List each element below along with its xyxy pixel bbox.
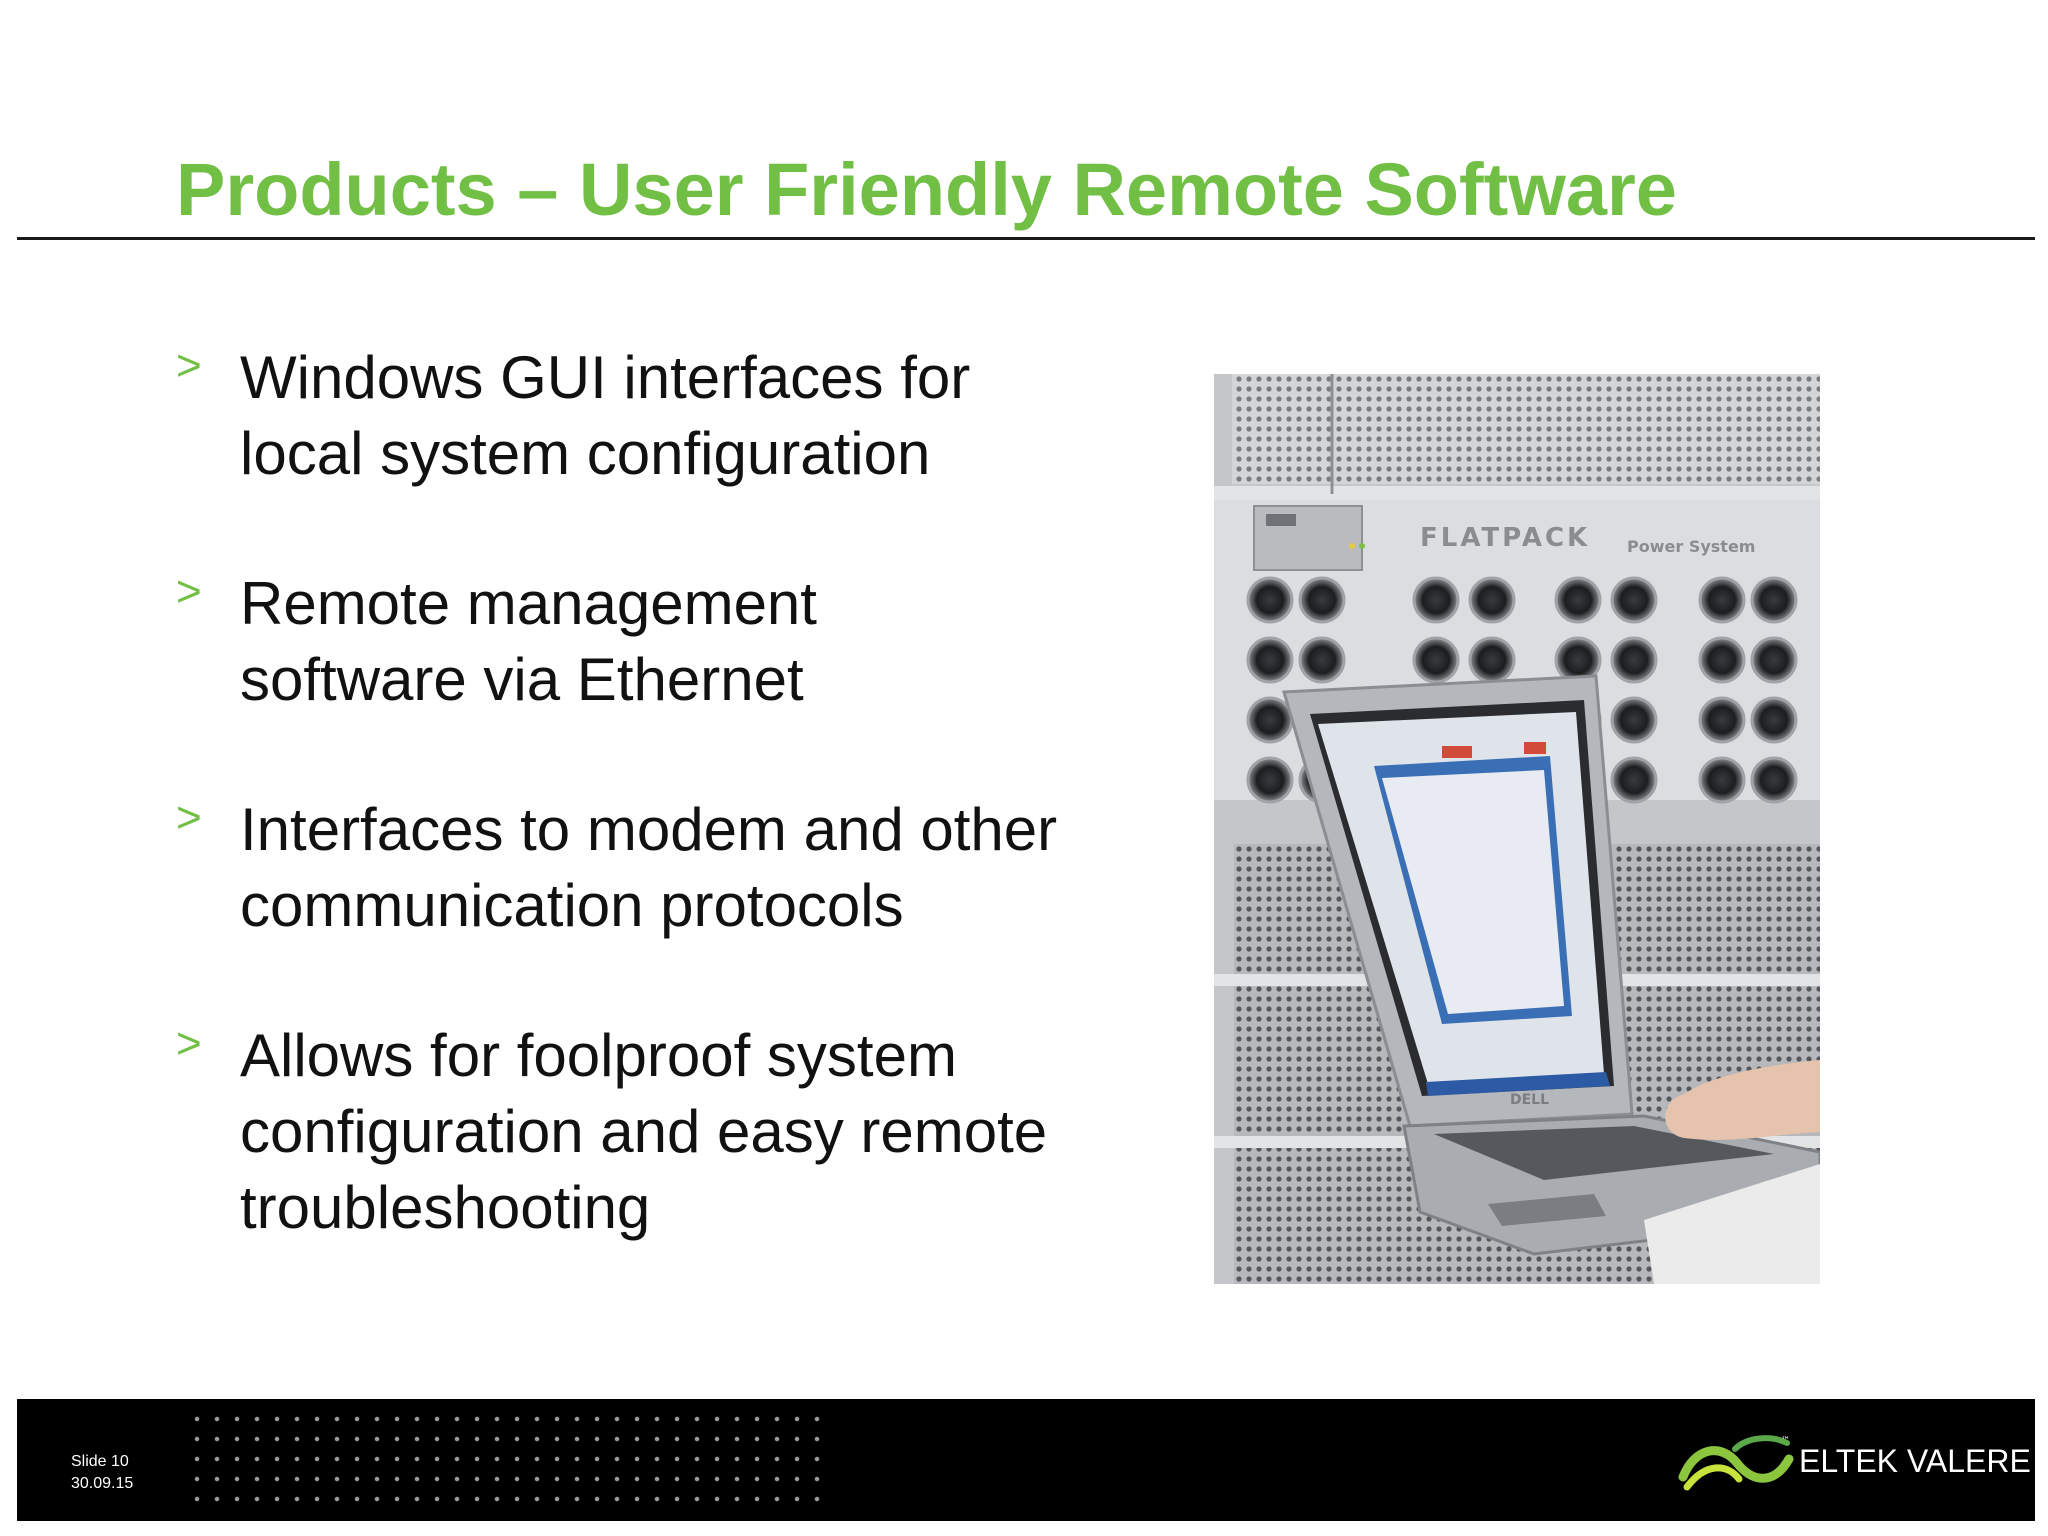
bullet-item: > Interfaces to modem and other communic… [176, 792, 1116, 944]
fan [1750, 636, 1798, 684]
bullet-line: local system configuration [240, 420, 931, 487]
slide-number: Slide 10 [71, 1453, 129, 1470]
fan [1246, 696, 1294, 744]
bullet-line: troubleshooting [240, 1174, 651, 1241]
bullet-line: Remote management [240, 570, 817, 637]
footer-dot-pattern [187, 1409, 827, 1513]
fan [1468, 576, 1516, 624]
fan [1610, 756, 1658, 804]
slide-date: 30.09.15 [71, 1475, 134, 1492]
fan [1246, 576, 1294, 624]
trademark-mark: ™ [1781, 1436, 1790, 1446]
bullet-item: > Allows for foolproof system configurat… [176, 1018, 1116, 1246]
bullet-line: Windows GUI interfaces for [240, 344, 971, 411]
fan [1298, 576, 1346, 624]
eltek-valere-logo-icon: ™ [1678, 1435, 1794, 1491]
fan [1412, 576, 1460, 624]
fan [1698, 696, 1746, 744]
panel-label: FLATPACK [1420, 523, 1590, 553]
slide-title: Products – User Friendly Remote Software [176, 148, 1677, 231]
rack-laptop-illustration: FLATPACK Power System DELL [1214, 374, 1820, 1284]
laptop-brand: DELL [1510, 1092, 1549, 1108]
fan [1468, 636, 1516, 684]
bullet-list: > Windows GUI interfaces for local syste… [176, 340, 1116, 1320]
bullet-line: Allows for foolproof system [240, 1022, 957, 1089]
footer-bar: Slide 10 30.09.15 ™ ELTEK VALERE [17, 1399, 2035, 1521]
bullet-line: configuration and easy remote [240, 1098, 1048, 1165]
fan [1610, 696, 1658, 744]
fan [1246, 756, 1294, 804]
bullet-line: communication protocols [240, 872, 904, 939]
fan [1698, 636, 1746, 684]
fan [1610, 636, 1658, 684]
bullet-line: Interfaces to modem and other [240, 796, 1058, 863]
title-divider [17, 237, 2035, 240]
fan [1554, 576, 1602, 624]
bullet-marker: > [176, 1019, 202, 1068]
fan [1698, 756, 1746, 804]
fan [1750, 756, 1798, 804]
bullet-item: > Remote management software via Etherne… [176, 566, 1116, 718]
bullet-line: software via Ethernet [240, 646, 804, 713]
bullet-marker: > [176, 793, 202, 842]
fan [1298, 636, 1346, 684]
fan [1750, 696, 1798, 744]
bullet-item: > Windows GUI interfaces for local syste… [176, 340, 1116, 492]
fan [1698, 576, 1746, 624]
bullet-marker: > [176, 341, 202, 390]
bullet-marker: > [176, 567, 202, 616]
fan [1412, 636, 1460, 684]
fan [1750, 576, 1798, 624]
panel-sublabel: Power System [1627, 537, 1755, 556]
fan [1610, 576, 1658, 624]
product-photo: FLATPACK Power System DELL [1214, 374, 1820, 1284]
brand-name: ELTEK VALERE [1799, 1443, 2031, 1479]
fan [1246, 636, 1294, 684]
